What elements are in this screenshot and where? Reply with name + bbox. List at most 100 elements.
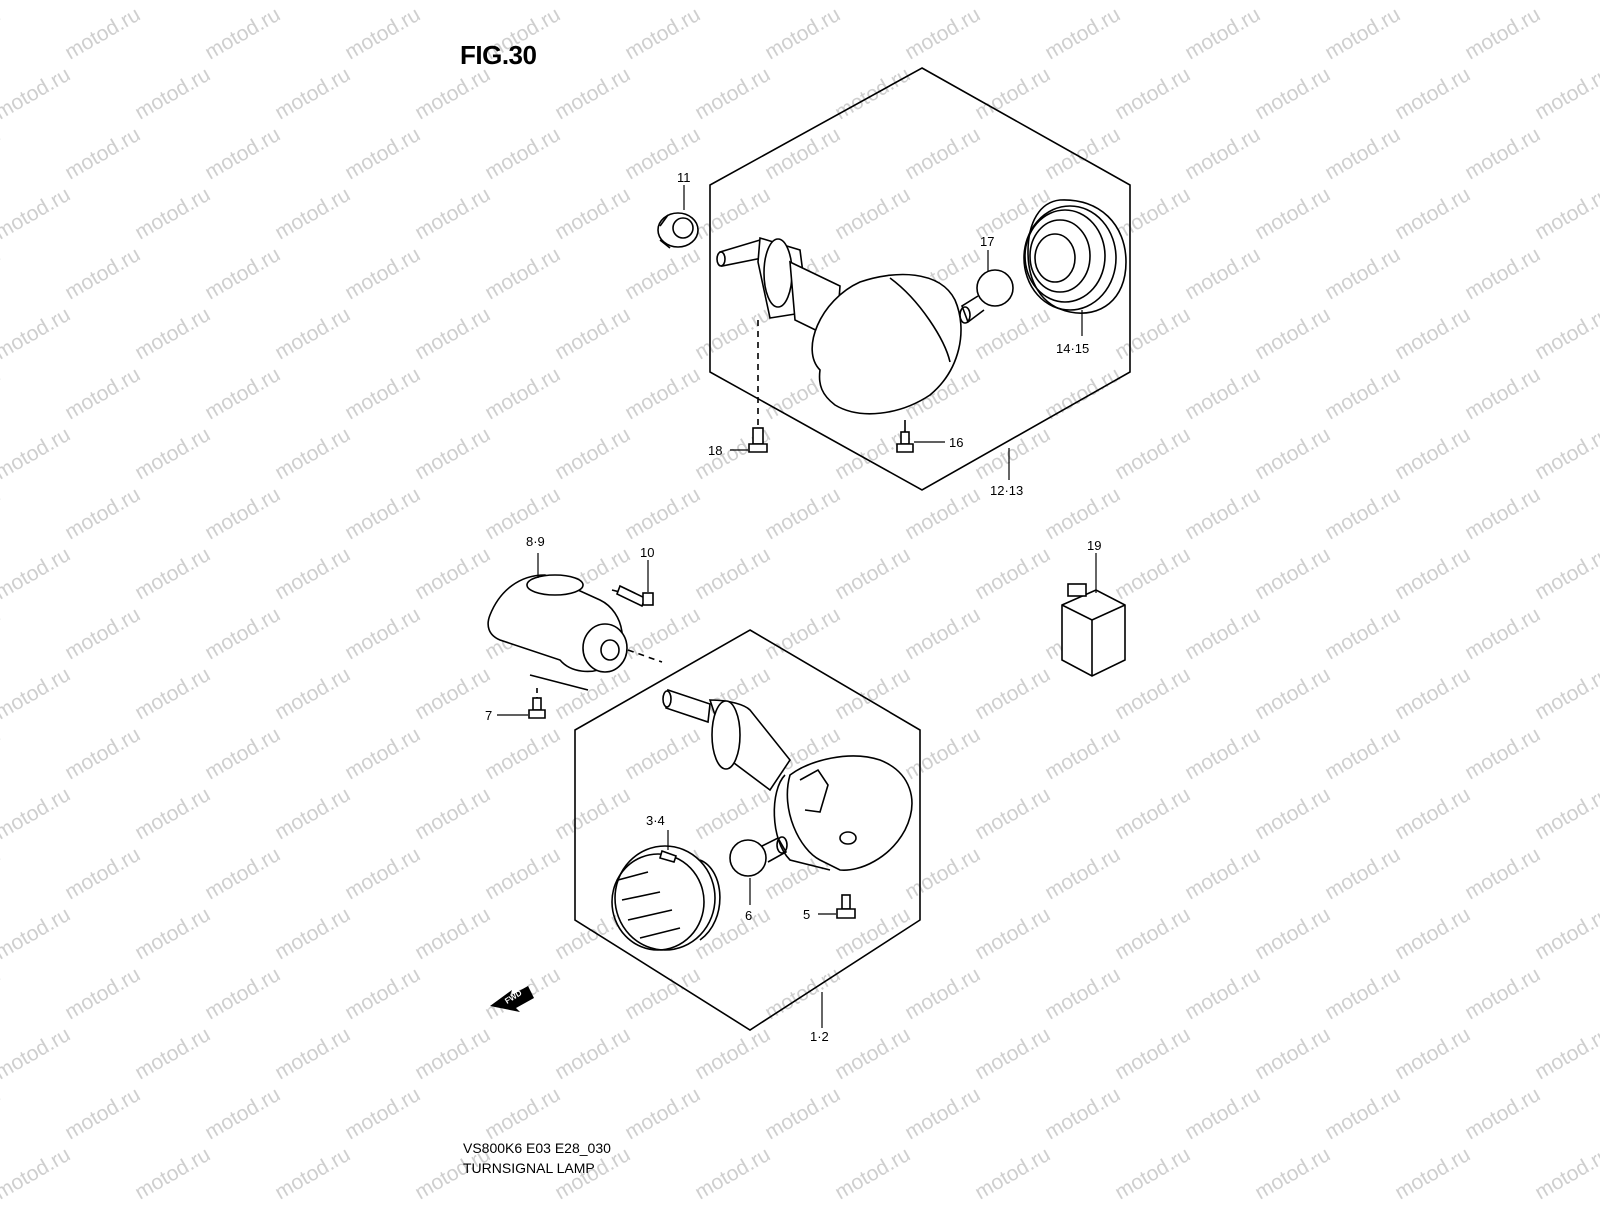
watermark-text: motod.ru — [831, 63, 914, 124]
watermark-text: motod.ru — [901, 1083, 984, 1144]
watermark-text: motod.ru — [1391, 1023, 1474, 1084]
watermark-text: motod.ru — [1461, 483, 1544, 544]
watermark-text: motod.ru — [131, 903, 214, 964]
watermark-text: motod.ru — [1531, 543, 1600, 604]
callout-3-4: 3·4 — [646, 813, 665, 828]
watermark-text: motod.ru — [1251, 0, 1334, 4]
bracket-group — [487, 574, 663, 719]
watermark-text: motod.ru — [1391, 903, 1474, 964]
watermark-text: motod.ru — [621, 483, 704, 544]
watermark-text: motod.ru — [341, 603, 424, 664]
watermark-text: motod.ru — [831, 1023, 914, 1084]
watermark-text: motod.ru — [551, 783, 634, 844]
watermark-text: motod.ru — [481, 1083, 564, 1144]
watermark-text: motod.ru — [0, 663, 74, 724]
watermark-text: motod.ru — [901, 843, 984, 904]
watermark-text: motod.ru — [1181, 123, 1264, 184]
callout-10: 10 — [640, 545, 654, 560]
watermark-text: motod.ru — [1391, 303, 1474, 364]
callout-5: 5 — [803, 907, 810, 922]
watermark-text: motod.ru — [621, 363, 704, 424]
watermark-text: motod.ru — [61, 363, 144, 424]
watermark-text: motod.ru — [621, 723, 704, 784]
watermark-text: motod.ru — [761, 123, 844, 184]
watermark-text: motod.ru — [1111, 663, 1194, 724]
watermark-text: motod.ru — [1041, 723, 1124, 784]
watermark-text: motod.ru — [131, 0, 214, 4]
callout-1-2: 1·2 — [810, 1029, 829, 1044]
watermark-text: motod.ru — [1181, 483, 1264, 544]
leader-lines — [497, 185, 1097, 1028]
watermark-text: motod.ru — [901, 123, 984, 184]
watermark-text: motod.ru — [1251, 1143, 1334, 1200]
watermark-text: motod.ru — [0, 363, 4, 424]
watermark-text: motod.ru — [551, 303, 634, 364]
watermark-text: motod.ru — [1111, 1143, 1194, 1200]
callout-14-15: 14·15 — [1056, 341, 1089, 356]
watermark-text: motod.ru — [61, 483, 144, 544]
watermark-text: motod.ru — [411, 1023, 494, 1084]
watermark-text: motod.ru — [761, 1083, 844, 1144]
watermark-text: motod.ru — [0, 423, 74, 484]
watermark-text: motod.ru — [271, 783, 354, 844]
watermark-text: motod.ru — [201, 1083, 284, 1144]
watermark-text: motod.ru — [201, 723, 284, 784]
watermark-text: motod.ru — [1531, 903, 1600, 964]
front-lamp-housing — [662, 688, 913, 871]
rear-lamp-group — [657, 67, 1131, 491]
watermark-text: motod.ru — [61, 603, 144, 664]
watermark-text: motod.ru — [621, 3, 704, 64]
watermark-text: motod.ru — [1251, 543, 1334, 604]
watermark-text: motod.ru — [1531, 303, 1600, 364]
watermark-text: motod.ru — [271, 543, 354, 604]
fwd-arrow: FWD — [490, 986, 534, 1012]
watermark-text: motod.ru — [481, 723, 564, 784]
watermark-text: motod.ru — [691, 183, 774, 244]
watermark-text: motod.ru — [831, 1143, 914, 1200]
watermark-text: motod.ru — [1111, 903, 1194, 964]
watermark-text: motod.ru — [691, 543, 774, 604]
watermark-text: motod.ru — [1321, 1083, 1404, 1144]
watermark-text: motod.ru — [0, 483, 4, 544]
watermark-text: motod.ru — [271, 1143, 354, 1200]
watermark-text: motod.ru — [201, 243, 284, 304]
diagram-name: TURNSIGNAL LAMP — [463, 1160, 595, 1176]
watermark-text: motod.ru — [1531, 1023, 1600, 1084]
watermark-text: motod.ru — [1041, 1083, 1124, 1144]
watermark-text: motod.ru — [0, 723, 4, 784]
watermark-text: motod.ru — [691, 783, 774, 844]
watermark-text: motod.ru — [1391, 63, 1474, 124]
watermark-text: motod.ru — [1391, 543, 1474, 604]
callout-12-13: 12·13 — [990, 483, 1023, 498]
watermark-text: motod.ru — [1461, 843, 1544, 904]
rear-lens-part — [1023, 199, 1127, 314]
watermark-text: motod.ru — [1321, 363, 1404, 424]
watermark-text: motod.ru — [1251, 903, 1334, 964]
watermark-text: motod.ru — [901, 603, 984, 664]
rear-bulb-part — [959, 269, 1014, 324]
watermark-text: motod.ru — [1181, 1083, 1264, 1144]
watermark-text: motod.ru — [1391, 783, 1474, 844]
callout-19: 19 — [1087, 538, 1101, 553]
watermark-text: motod.ru — [971, 0, 1054, 4]
watermark-text: motod.ru — [901, 3, 984, 64]
watermark-text: motod.ru — [1251, 1023, 1334, 1084]
watermark-text: motod.ru — [1531, 783, 1600, 844]
watermark-text: motod.ru — [831, 543, 914, 604]
watermark-text: motod.ru — [971, 783, 1054, 844]
watermark-text: motod.ru — [1531, 63, 1600, 124]
watermark-text: motod.ru — [1531, 183, 1600, 244]
watermark-text: motod.ru — [0, 963, 4, 1024]
watermark-text: motod.ru — [1461, 123, 1544, 184]
watermark-text: motod.ru — [271, 0, 354, 4]
watermark-text: motod.ru — [0, 63, 74, 124]
watermark-text: motod.ru — [61, 3, 144, 64]
watermark-text: motod.ru — [131, 1143, 214, 1200]
watermark-text: motod.ru — [971, 543, 1054, 604]
watermark-text: motod.ru — [1251, 303, 1334, 364]
watermark-text: motod.ru — [341, 243, 424, 304]
figure-title: FIG.30 — [460, 40, 537, 70]
watermark-text: motod.ru — [691, 1143, 774, 1200]
watermark-text: motod.ru — [201, 843, 284, 904]
